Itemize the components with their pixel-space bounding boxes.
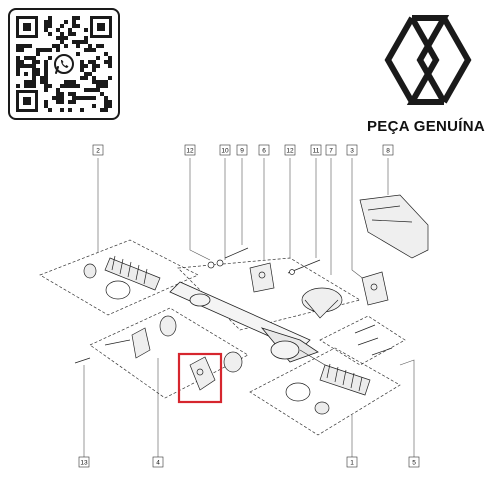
mount-cushion: [301, 287, 343, 319]
leader-lines: [83, 158, 415, 458]
callout-12-1: 12: [184, 144, 196, 156]
renault-diamond-icon: [384, 15, 472, 105]
group-outline-left: [39, 239, 199, 316]
callout-number: 3: [350, 147, 354, 154]
callout-number: 11: [313, 147, 320, 154]
whatsapp-icon: [54, 54, 74, 74]
lower-left-clamps: [131, 315, 243, 373]
callout-7-7: 7: [325, 144, 337, 156]
callout-number: 10: [221, 147, 229, 154]
steering-rack: [169, 281, 319, 363]
shield-cover: [359, 194, 429, 259]
callout-number: 12: [186, 147, 194, 154]
callout-4-10: 4: [152, 456, 164, 468]
callout-13-11: 13: [78, 456, 90, 468]
left-boot: [83, 255, 161, 300]
highlight-box: [177, 352, 223, 404]
highlighted-clamp: [189, 356, 216, 391]
callout-8-9: 8: [382, 144, 394, 156]
genuine-part-label: PEÇA GENUÍNA: [366, 118, 486, 135]
callout-11-6: 11: [310, 144, 322, 156]
bolts: [74, 247, 393, 364]
callout-number: 12: [286, 147, 294, 154]
callout-9-3: 9: [236, 144, 248, 156]
callout-1-12: 1: [346, 456, 358, 468]
callout-number: 1: [350, 459, 354, 466]
bracket-top-left: [249, 262, 275, 293]
callout-number: 2: [96, 147, 100, 154]
callout-number: 7: [329, 147, 333, 154]
callout-number: 4: [156, 459, 160, 466]
callout-12-5: 12: [284, 144, 296, 156]
callout-number: 5: [412, 459, 416, 466]
callout-6-4: 6: [258, 144, 270, 156]
bracket-top-right: [361, 271, 389, 306]
group-outline-right: [319, 315, 406, 366]
qr-code-pattern: [16, 16, 112, 112]
callout-2-0: 2: [92, 144, 104, 156]
callout-10-2: 10: [219, 144, 231, 156]
group-outline-lower-right: [249, 347, 401, 436]
callout-labels: 2 12 10 9 6 12 11 7 3 8 4 13 1 5: [78, 144, 420, 468]
right-boot: [285, 363, 371, 415]
callout-number: 6: [262, 147, 266, 154]
callout-5-13: 5: [408, 456, 420, 468]
callout-3-8: 3: [346, 144, 358, 156]
callout-number: 13: [80, 459, 88, 466]
callout-number: 8: [386, 147, 390, 154]
callout-number: 9: [240, 147, 244, 154]
qr-code[interactable]: [8, 8, 120, 120]
exploded-parts-diagram: 2 12 10 9 6 12 11 7 3 8 4 13 1 5: [39, 144, 429, 468]
